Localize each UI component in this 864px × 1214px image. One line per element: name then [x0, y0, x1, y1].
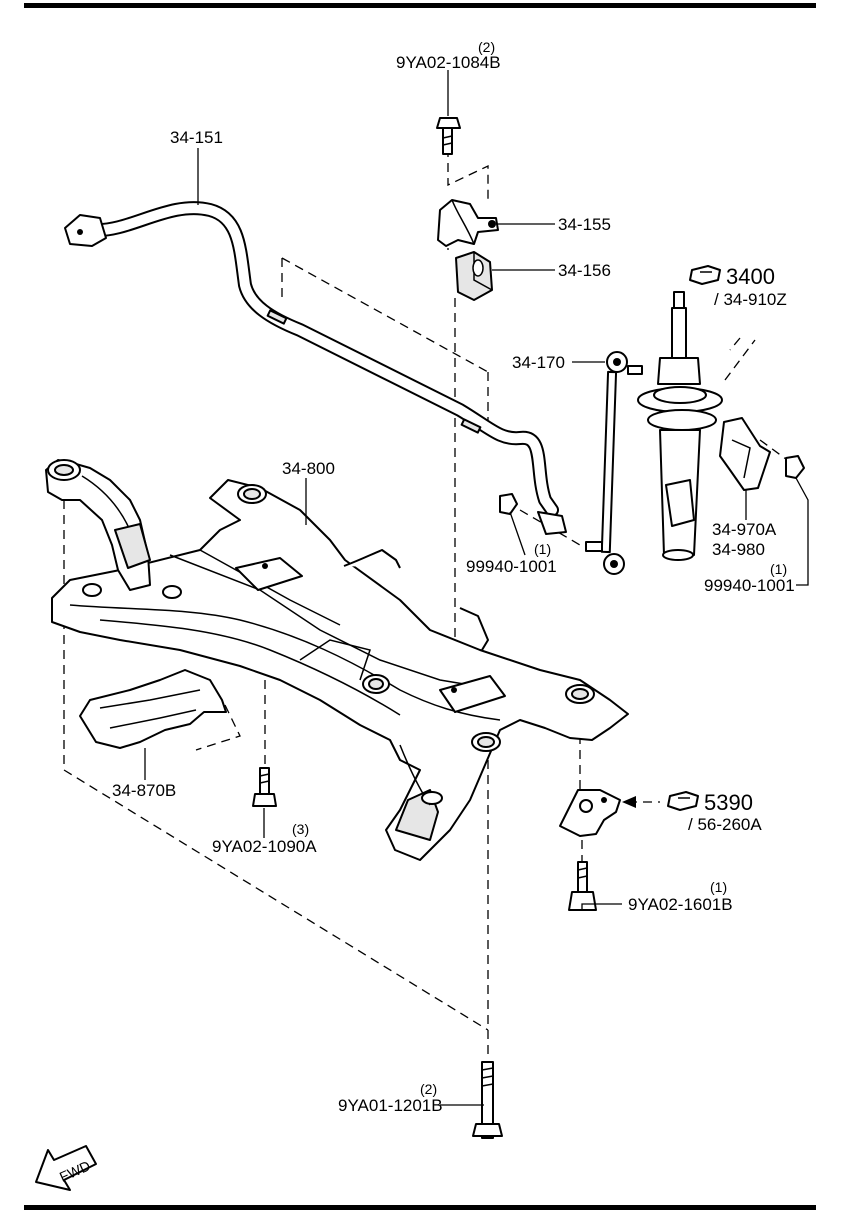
- bolt-mid-icon: [252, 767, 277, 807]
- bolt-right-label: 9YA02-1601B: [628, 895, 733, 914]
- bushing-icon: [455, 251, 493, 301]
- nut-left-label: 99940-1001: [466, 557, 557, 576]
- bracket-label: 34-155: [558, 215, 611, 234]
- mount-ref-pointing-hand-icon: [667, 791, 699, 811]
- shield-label: 34-870B: [112, 781, 176, 800]
- nut-left-icon: [499, 493, 518, 515]
- bolt-bottom-qty: (2): [420, 1081, 437, 1097]
- bolt-bottom-label: 9YA01-1201B: [338, 1096, 443, 1115]
- fwd-arrow-icon: FWD: [35, 1145, 97, 1191]
- stabilizer-link-icon: [585, 351, 643, 575]
- strut-part-label: / 34-910Z: [714, 290, 787, 309]
- bracket-right-label: 34-970A: [712, 520, 777, 539]
- stabilizer-bar-label: 34-151: [170, 128, 223, 147]
- bracket-icon: [437, 199, 499, 247]
- mount-ref-label: 5390: [704, 790, 753, 815]
- bolt-top-icon: [436, 117, 461, 155]
- strut-ref-pointing-hand-icon: [689, 265, 721, 285]
- bolt-top-qty: (2): [478, 39, 495, 55]
- stabilizer-bar: [64, 201, 567, 535]
- strut-bracket-icon: [719, 417, 771, 491]
- subframe-crossmember: [51, 479, 629, 861]
- left-mount-tower: [45, 459, 151, 591]
- bottom-border: [24, 1205, 816, 1210]
- nut-right-qty: (1): [770, 561, 787, 577]
- top-border: [24, 3, 816, 8]
- nut-left-qty: (1): [534, 541, 551, 557]
- strut-assembly-icon: [637, 291, 723, 561]
- bolt-right-qty: (1): [710, 879, 727, 895]
- bolt-right-icon: [568, 861, 597, 911]
- bolt-top-label: 9YA02-1084B: [396, 53, 501, 72]
- shield-plate-icon: [79, 669, 227, 749]
- bracket-right2-label: 34-980: [712, 540, 765, 559]
- strut-ref-label: 3400: [726, 264, 775, 289]
- nut-right-label: 99940-1001: [704, 576, 795, 595]
- crossmember-label: 34-800: [282, 459, 335, 478]
- bolt-mid-qty: (3): [292, 821, 309, 837]
- mount-part-label: / 56-260A: [688, 815, 762, 834]
- bushing-label: 34-156: [558, 261, 611, 280]
- nut-right-icon: [785, 455, 805, 479]
- bolt-bottom-icon: [472, 1061, 503, 1139]
- bolt-mid-label: 9YA02-1090A: [212, 837, 317, 856]
- mount-bracket-icon: [559, 789, 621, 837]
- link-label: 34-170: [512, 353, 565, 372]
- leader-lines: [144, 70, 809, 1106]
